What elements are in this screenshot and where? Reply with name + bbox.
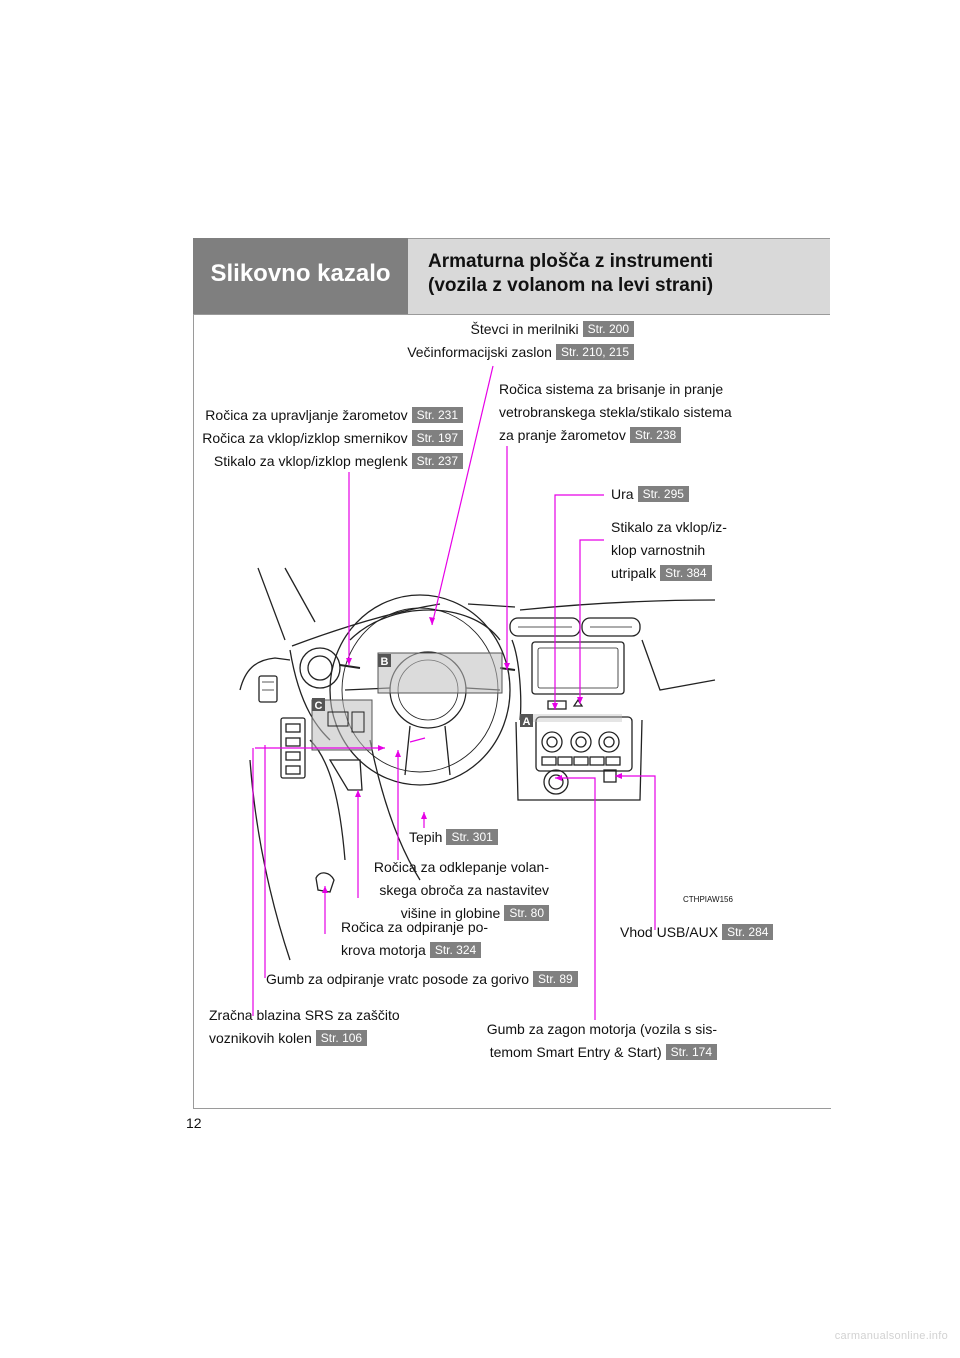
callout-brisanje-line1: Ročica sistema za brisanje in pranje <box>499 381 724 397</box>
page-ref-badge: Str. 174 <box>665 1044 717 1060</box>
callout-vecinf-text: Večinformacijski zaslon <box>407 344 552 360</box>
page-ref-badge: Str. 237 <box>411 453 463 469</box>
page-ref-badge: Str. 238 <box>629 427 682 443</box>
page-ref-badge: Str. 301 <box>446 829 498 845</box>
leader-lines <box>252 365 656 1020</box>
page-ref-badge: Str. 80 <box>504 905 549 921</box>
callout-blazina: Zračna blazina SRS za zaščito voznikovih… <box>209 1007 400 1046</box>
page-ref-badge: Str. 210, 215 <box>555 344 634 360</box>
callout-brisanje-line2: vetrobranskega stekla/stikalo sistema <box>499 404 732 420</box>
marker-a: A <box>520 714 533 728</box>
marker-b: B <box>378 654 391 668</box>
page-ref-badge: Str. 231 <box>411 407 463 423</box>
page-frame <box>193 238 831 1109</box>
callout-zagon: Gumb za zagon motorja (vozila s sis- tem… <box>486 1021 717 1060</box>
page-ref-badge: Str. 89 <box>533 971 578 987</box>
callout-gorivo: Gumb za odpiranje vratc posode za gorivo… <box>266 968 578 991</box>
svg-text:A: A <box>523 716 531 728</box>
page-ref-badge: Str. 384 <box>660 565 712 581</box>
section-title: Slikovno kazalo <box>210 260 391 287</box>
page-title-line1: Armaturna plošča z instrumenti <box>428 251 714 272</box>
page-number: 12 <box>186 1115 202 1131</box>
footer-watermark: carmanualsonline.info <box>834 1330 948 1342</box>
figure-code: CTHPIAW156 <box>683 895 733 904</box>
callout-brisanje: Ročica sistema za brisanje in pranje vet… <box>499 378 732 447</box>
page-ref-badge: Str. 197 <box>411 430 463 446</box>
page-ref-badge: Str. 324 <box>429 942 482 958</box>
svg-text:C: C <box>315 700 323 712</box>
marker-c: C <box>312 698 325 712</box>
page-title: Armaturna plošča z instrumenti (vozila z… <box>428 250 713 298</box>
section-tab: Slikovno kazalo <box>193 238 408 314</box>
leader-usb <box>615 775 656 930</box>
callout-volan: Ročica za odklepanje volan- skega obroča… <box>373 859 549 921</box>
page-ref-badge: Str. 106 <box>315 1030 368 1046</box>
page-ref-badge: Str. 200 <box>582 321 634 337</box>
leader-utripalke <box>579 539 604 704</box>
leader-ura <box>554 494 604 710</box>
callout-stevci-text: Števci in merilniki <box>470 321 579 337</box>
page-ref-badge: Str. 284 <box>722 924 774 940</box>
leader-zagon <box>555 777 596 1020</box>
leader-stevci <box>431 365 494 626</box>
svg-text:B: B <box>381 656 389 668</box>
page-ref-badge: Str. 295 <box>637 486 689 502</box>
callout-utripalke: Stikalo za vklop/iz- klop varnostnih utr… <box>611 519 727 581</box>
page-title-line2: (vozila z volanom na levi strani) <box>428 275 714 296</box>
